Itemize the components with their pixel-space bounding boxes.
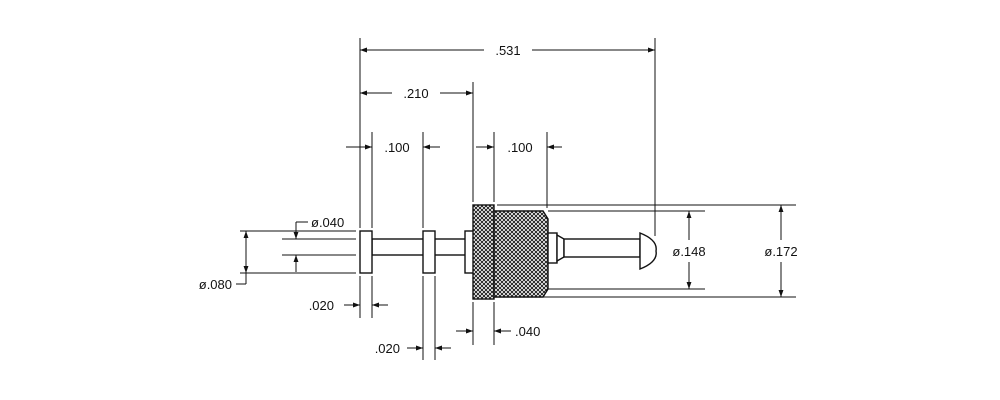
rounded-tip (639, 231, 657, 271)
flange-2 (422, 230, 436, 274)
dim-shoulder: .040 (515, 324, 540, 339)
pin-shaft (371, 238, 473, 256)
dim-head-diameter: ø.148 (672, 244, 705, 259)
dim-pin-diameter: ø.040 (311, 215, 344, 230)
pin-part (359, 204, 657, 300)
tip-shaft (563, 238, 641, 258)
neck-taper (556, 233, 565, 263)
neck (547, 232, 558, 264)
knurl-body (493, 210, 549, 298)
dimension-labels: .531 .210 .100 .100 ø.040 ø.080 .020 .02… (199, 43, 798, 356)
dim-spacing-right: .100 (507, 140, 532, 155)
dim-overall-length: .531 (495, 43, 520, 58)
dim-flange-thickness-1: .020 (309, 298, 334, 313)
knurl-ring (472, 204, 495, 300)
dim-body-length: .210 (403, 86, 428, 101)
dimension-lines (236, 47, 784, 351)
dim-flange-thickness-2: .020 (375, 341, 400, 356)
dim-knurl-diameter: ø.172 (764, 244, 797, 259)
dim-spacing-left: .100 (384, 140, 409, 155)
dim-flange-diameter: ø.080 (199, 277, 232, 292)
flange-1 (359, 230, 373, 274)
